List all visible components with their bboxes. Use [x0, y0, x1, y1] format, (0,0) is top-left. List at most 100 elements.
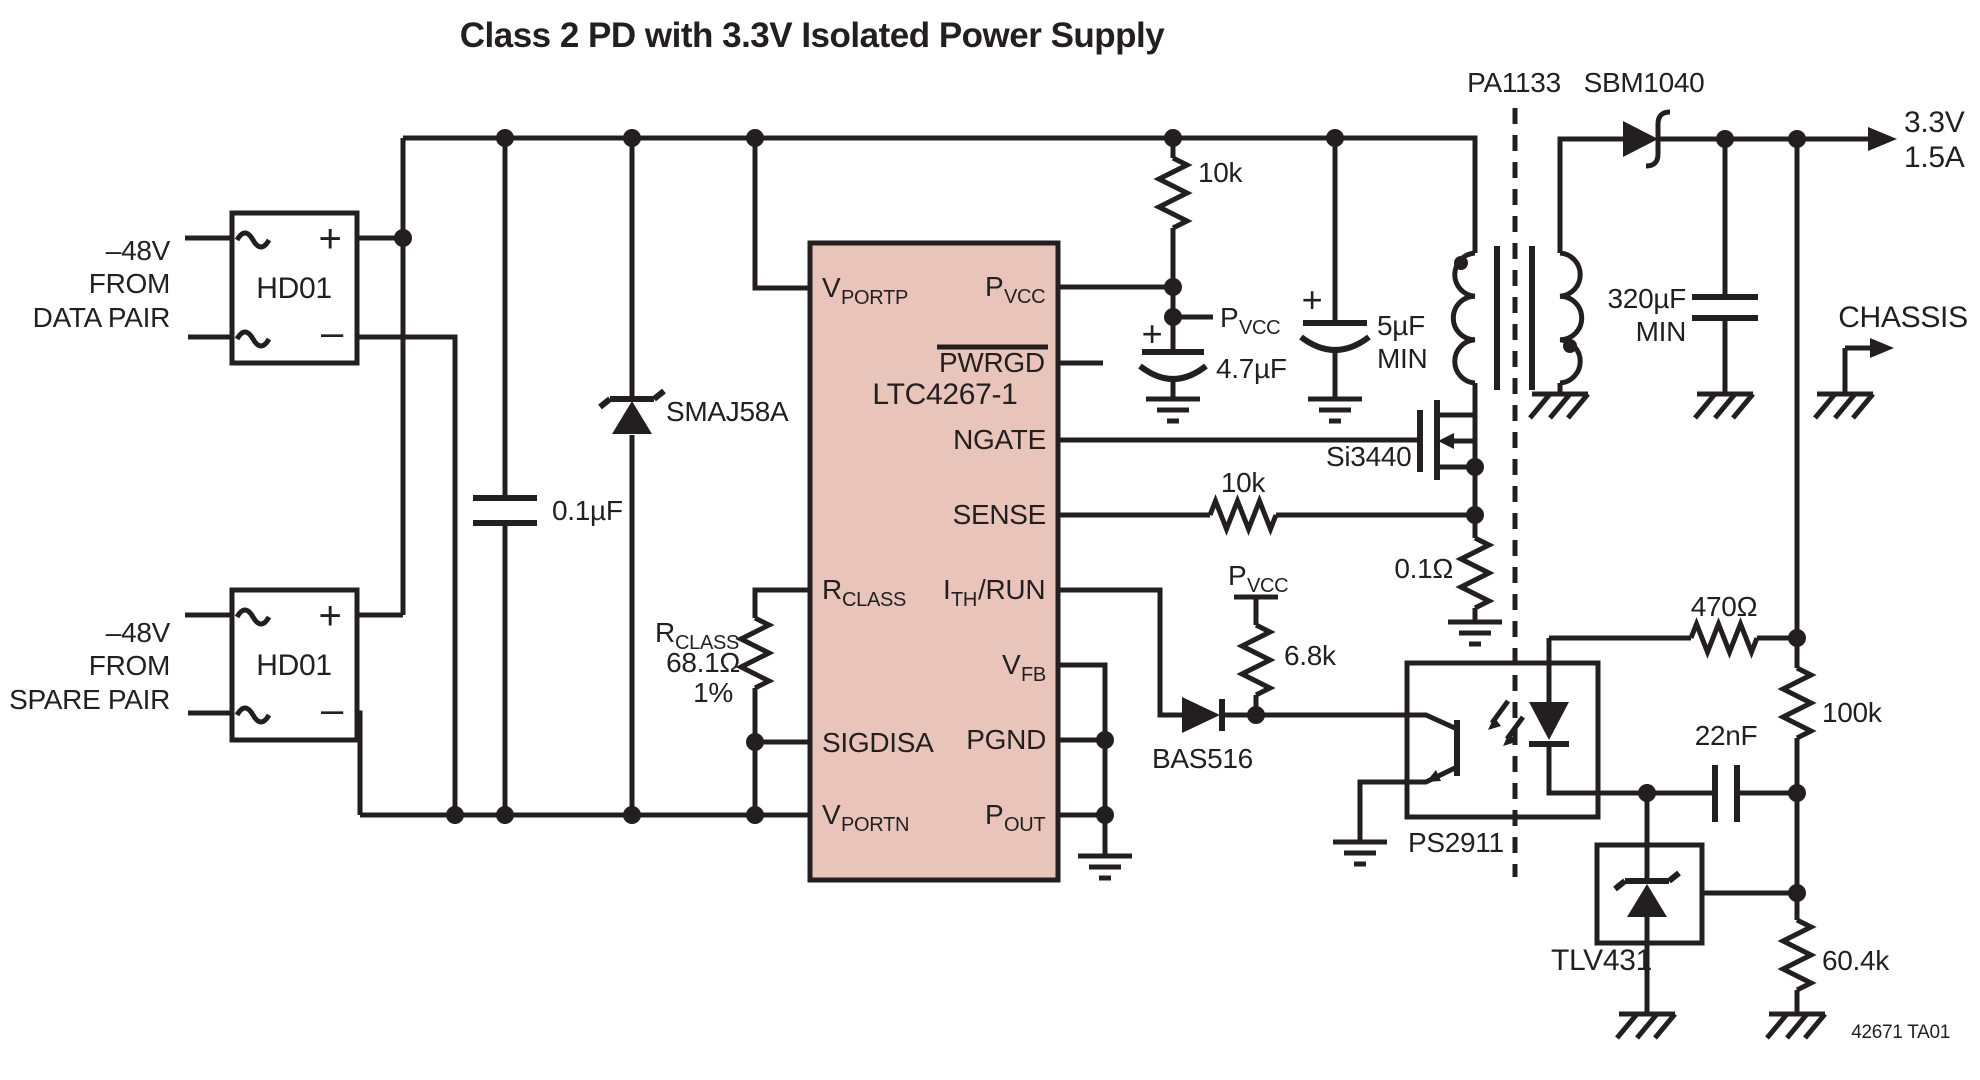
pvcc-net-label: P	[1228, 560, 1246, 591]
wire-vportp-rclass	[752, 138, 810, 815]
shunt-regulator-body	[1594, 842, 1705, 946]
capacitor-min-label: MIN	[1377, 343, 1427, 374]
pin-vportp-sub: PORTP	[841, 287, 908, 309]
opto-body	[1404, 660, 1601, 820]
input-label-line: FROM	[89, 650, 170, 681]
pvcc-net-label-sub: VCC	[1239, 317, 1280, 339]
pin-rclass: R	[822, 574, 842, 605]
primary-winding	[1450, 250, 1476, 386]
output-voltage: 3.3V	[1904, 106, 1965, 139]
bridge-name: HD01	[256, 272, 332, 305]
zener-cathode-bar	[1613, 870, 1681, 892]
capacitor-value: 4.7µF	[1216, 353, 1287, 384]
light-arrow-head	[1488, 717, 1501, 730]
ground-icon	[1146, 396, 1200, 424]
junction-dot	[746, 806, 764, 824]
ground-icon	[1308, 396, 1362, 424]
wire-pvcc-net	[1058, 138, 1338, 399]
phase-dot	[1454, 256, 1468, 270]
junction-dot	[1466, 506, 1484, 524]
junction-dot	[1788, 784, 1806, 802]
class-resistor: R CLASS 68.1Ω 1%	[655, 615, 775, 708]
earth-ground-icon	[1765, 1011, 1827, 1040]
junction-dot	[1164, 129, 1182, 147]
resistor-zigzag-60k4	[1777, 917, 1817, 993]
ac-input-symbol	[234, 230, 272, 250]
junction-dot	[1466, 458, 1484, 476]
tvs-label: SMAJ58A	[666, 396, 789, 427]
pin-vfb-sub: FB	[1021, 664, 1046, 686]
emitter-arrow	[1426, 770, 1441, 782]
resistor-value: 0.1Ω	[1394, 553, 1453, 584]
junction-dot	[1096, 731, 1114, 749]
phase-dot	[1563, 339, 1577, 353]
resistor-value: 10k	[1198, 157, 1244, 188]
bridge-rectifier-data: + – HD01	[229, 210, 360, 366]
junction-dot	[496, 129, 514, 147]
pin-ith-rest: /RUN	[978, 574, 1045, 605]
junction-dot	[1247, 706, 1265, 724]
bridge-plus-label: +	[318, 594, 341, 638]
earth-ground-icon	[1813, 391, 1875, 420]
ac-input-symbol	[234, 607, 272, 627]
earth-ground-icon	[1615, 1011, 1677, 1040]
resistor-value: 68.1Ω	[666, 647, 740, 678]
tvs-diode-smaj58a: SMAJ58A	[598, 388, 789, 434]
pin-vportn-sub: PORTN	[841, 814, 909, 836]
junction-dot	[623, 806, 641, 824]
resistor-zigzag	[1207, 494, 1279, 536]
junction-dot	[1638, 784, 1656, 802]
pin-pout-sub: OUT	[1004, 814, 1045, 836]
capacitor-value: 5µF	[1377, 310, 1425, 341]
resistor-zigzag	[1153, 155, 1193, 231]
junction-dot	[1164, 308, 1182, 326]
transformer-core	[1494, 246, 1535, 390]
chassis-arrow	[1870, 338, 1894, 358]
mosfet-label: Si3440	[1326, 441, 1411, 472]
wire-secondary-output	[1546, 136, 1874, 1014]
junction-dot	[446, 806, 464, 824]
earth-ground-icon	[1693, 391, 1755, 420]
bridge-rectifier-spare: + – HD01	[229, 587, 360, 743]
flyback-transformer: PA1133	[1450, 67, 1585, 390]
schottky-cathode	[1645, 109, 1671, 169]
junction-dot	[1788, 629, 1806, 647]
input-label-line: –48V	[106, 617, 171, 648]
capacitor-plates	[1299, 320, 1371, 353]
ith-pullup-6k8: P VCC 6.8k	[1228, 560, 1337, 698]
pvcc-net-label-sub: VCC	[1247, 575, 1288, 597]
sense-resistor-10k: 10k	[1207, 467, 1279, 536]
chassis-ground: CHASSIS	[1813, 301, 1968, 420]
secondary-winding	[1559, 250, 1585, 386]
output-arrow	[1868, 127, 1897, 151]
shunt-resistor-0r1: 0.1Ω	[1394, 535, 1502, 647]
pin-vportn: V	[822, 799, 841, 830]
bridge-body	[229, 587, 360, 743]
pin-vportp: V	[822, 272, 841, 303]
chip-name: LTC4267-1	[872, 378, 1017, 411]
junction-dot	[1164, 278, 1182, 296]
junction-dot	[746, 129, 764, 147]
resistor-value: 10k	[1221, 467, 1267, 498]
junction-dot	[1716, 130, 1734, 148]
capacitor-value: 0.1µF	[552, 495, 623, 526]
resistor-ref-sub: CLASS	[675, 632, 739, 654]
transformer-label: PA1133	[1467, 67, 1561, 98]
pin-sense: SENSE	[953, 499, 1046, 530]
diode-triangle	[1182, 697, 1220, 733]
ground-icon	[1448, 619, 1502, 647]
resistor-zigzag	[735, 615, 775, 691]
opto-label: PS2911	[1408, 827, 1504, 858]
wire-ith-bas-opto	[1058, 587, 1459, 842]
feedback-network: 470Ω 100k 22nF TLV431 60.4k	[1551, 591, 1891, 1040]
resistor-zigzag	[1455, 535, 1495, 611]
junction-dot	[746, 733, 764, 751]
bridge-body	[229, 210, 360, 366]
mosfet-body-arrow	[1438, 433, 1454, 449]
figure-code: 42671 TA01	[1851, 1022, 1950, 1043]
zener-cathode-bar	[598, 388, 666, 410]
ac-input-symbol	[234, 329, 272, 349]
resistor-value: 6.8k	[1284, 640, 1337, 671]
